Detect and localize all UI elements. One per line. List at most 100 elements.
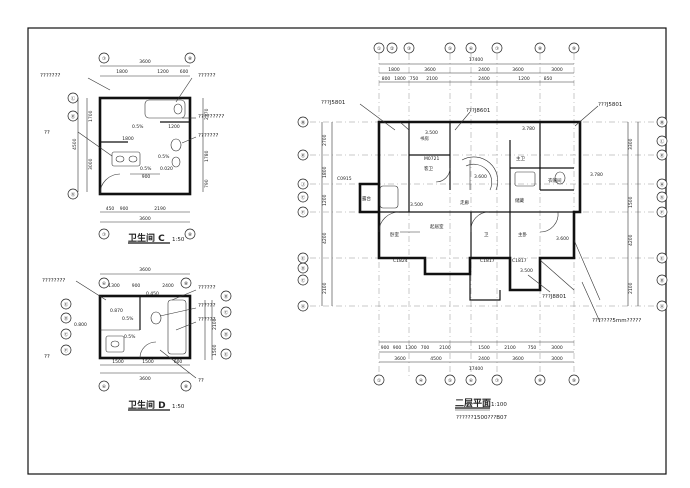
fp-scale: 1:100 [491, 402, 507, 408]
sheet-border [27, 27, 667, 475]
bath-d-title: 卫生间 D [128, 399, 166, 411]
bath-d-axis-left-3: Ⓒ [64, 331, 69, 338]
bath-d-top-dim-1: 1300 [108, 283, 120, 289]
bath-d-level-3: 0.450 [146, 291, 159, 297]
bath-d-axis-right-1: Ⓑ [224, 293, 229, 300]
bath-c-top-dim-3: 600 [180, 69, 189, 75]
bath-d-scale: 1:50 [172, 404, 185, 410]
fp-axis-right-4: Ⓗ [660, 181, 665, 188]
bath-c-top-total: 3600 [139, 59, 151, 65]
fp-axis-left-3: Ⓙ [301, 181, 306, 188]
fp-top-total: 17400 [469, 57, 483, 63]
bath-c-inner-dim-1: 1800 [122, 136, 134, 142]
fp-title: 二层平面 [455, 398, 491, 409]
fp-room-study: 书房 [420, 135, 429, 142]
bath-c-axis-bottom-1: ⑦ [102, 232, 106, 238]
bath-c-top-dim-1: 1800 [116, 69, 128, 75]
bath-c-axis-left-2: Ⓚ [71, 113, 76, 120]
bath-d-slope-2: 0.5% [124, 334, 136, 340]
bath-d-bottom-total: 3600 [139, 376, 151, 382]
fp-top-r1-2: 3600 [424, 67, 436, 73]
fp-left-dim-5: 2100 [322, 282, 328, 294]
fp-room-master-bath: 主卫 [516, 155, 525, 162]
fp-axis-bottom-4: ⑥ [469, 378, 473, 384]
fp-window-tag-3: C1817 [480, 258, 495, 264]
fp-top-r1-4: 3600 [512, 67, 524, 73]
fp-top-r2-6: 1200 [518, 76, 530, 82]
fp-left-dim-2: 1800 [322, 166, 328, 178]
bath-d-axis-bottom-2: ⑧ [184, 384, 188, 390]
fp-level-2: 3.780 [522, 126, 535, 132]
fp-bottom-r1-1: 3600 [394, 356, 406, 362]
second-floor-plan [128, 42, 668, 411]
fp-axis-top-2: ② [390, 46, 394, 52]
fp-level-1: 3.500 [425, 130, 438, 136]
fp-axis-bottom-6: ⑧ [538, 378, 542, 384]
fp-bottom-r1-4: 3600 [512, 356, 524, 362]
fp-right-dim-2: 1500 [628, 196, 634, 208]
bath-d-note-left-1: ???????? [42, 278, 65, 284]
fp-axis-bottom-7: ⑨ [572, 378, 576, 384]
bath-c-left-total: 4500 [72, 138, 78, 150]
fp-axis-left-2: Ⓚ [301, 152, 306, 159]
fp-window-tag-5: M0721 [424, 156, 439, 162]
fp-left-dim-3: 1200 [322, 194, 328, 206]
bath-d-bottom-dim-2: 1500 [142, 359, 154, 365]
fp-room-hall: 走廊 [460, 199, 469, 206]
bathroom-d-plan [60, 273, 232, 392]
fp-callout-4: ???J8801 [542, 294, 566, 300]
bath-d-axis-left-4: Ⓕ [64, 347, 69, 354]
fp-axis-top-7: ⑧ [538, 46, 542, 52]
fp-axis-right-1: Ⓜ [660, 119, 665, 126]
fp-bottom-r2-1: 900 [381, 345, 390, 351]
bath-d-level-1: 0.800 [74, 322, 87, 328]
bath-d-right-dim-1: 2100 [212, 318, 218, 330]
fp-callout-2: ???J8601 [466, 108, 490, 114]
bath-c-axis-top-1: ⑦ [102, 56, 106, 62]
fp-level-3: 3.600 [474, 174, 487, 180]
fp-bottom-r1-2: 4500 [430, 356, 442, 362]
fp-axis-right-8: Ⓑ [660, 277, 665, 284]
fp-level-7: 3.500 [520, 268, 533, 274]
bath-c-top-dim-2: 1200 [157, 69, 169, 75]
fp-callout-5: ???????5mm????? [592, 318, 641, 324]
fp-axis-left-5: Ⓕ [301, 209, 306, 216]
bath-d-note-right-2: ?????? [198, 303, 216, 309]
fp-room-terrace: 露台 [362, 195, 371, 202]
fp-top-r2-2: 1800 [394, 76, 406, 82]
fp-right-dim-4: 2100 [628, 282, 634, 294]
fp-bottom-r1-3: 2400 [478, 356, 490, 362]
fp-window-tag-4: C1817 [512, 258, 527, 264]
bath-c-right-dim-3: 790 [204, 179, 210, 188]
bath-d-axis-right-4: Ⓔ [224, 351, 229, 358]
bath-d-note-right-3: ?????? [198, 317, 216, 323]
fp-axis-right-5: Ⓖ [660, 194, 665, 201]
fp-axis-left-8: Ⓒ [301, 277, 306, 284]
fp-room-living: 起居室 [430, 223, 444, 230]
fp-axis-bottom-2: ④ [419, 378, 423, 384]
bath-c-axis-top-2: ⑧ [188, 56, 192, 62]
bath-c-note-right-1: ?????? [198, 73, 216, 79]
fp-axis-left-6: Ⓔ [301, 255, 306, 262]
fp-callout-3: ???J5801 [598, 102, 622, 108]
bath-c-note-left-1: ??????? [40, 73, 61, 79]
fp-bottom-r2-5: 2100 [439, 345, 451, 351]
bath-d-axis-bottom-1: ⑥ [102, 384, 106, 390]
fp-axis-right-9: Ⓐ [660, 303, 665, 310]
fp-top-r2-7: 850 [544, 76, 553, 82]
fp-right-dim-3: 4200 [628, 234, 634, 246]
fp-axis-right-7: Ⓔ [660, 255, 665, 262]
bath-c-axis-bottom-2: ⑧ [188, 232, 192, 238]
fp-axis-top-4: ⑤ [448, 46, 452, 52]
bath-c-note-left-2: ?? [44, 130, 50, 136]
fp-right-dim-1: 3300 [628, 138, 634, 150]
bath-d-top-total: 3600 [139, 267, 151, 273]
fp-axis-bottom-3: ⑤ [448, 378, 452, 384]
fp-level-6: 3.500 [410, 202, 423, 208]
fp-axis-right-2: Ⓛ [660, 138, 665, 145]
bath-d-axis-top-2: ⑧ [184, 281, 188, 287]
bath-c-bottom-dim-2: 900 [120, 206, 129, 212]
bath-d-axis-right-3: Ⓓ [224, 331, 229, 338]
fp-axis-top-6: ⑦ [495, 46, 499, 52]
